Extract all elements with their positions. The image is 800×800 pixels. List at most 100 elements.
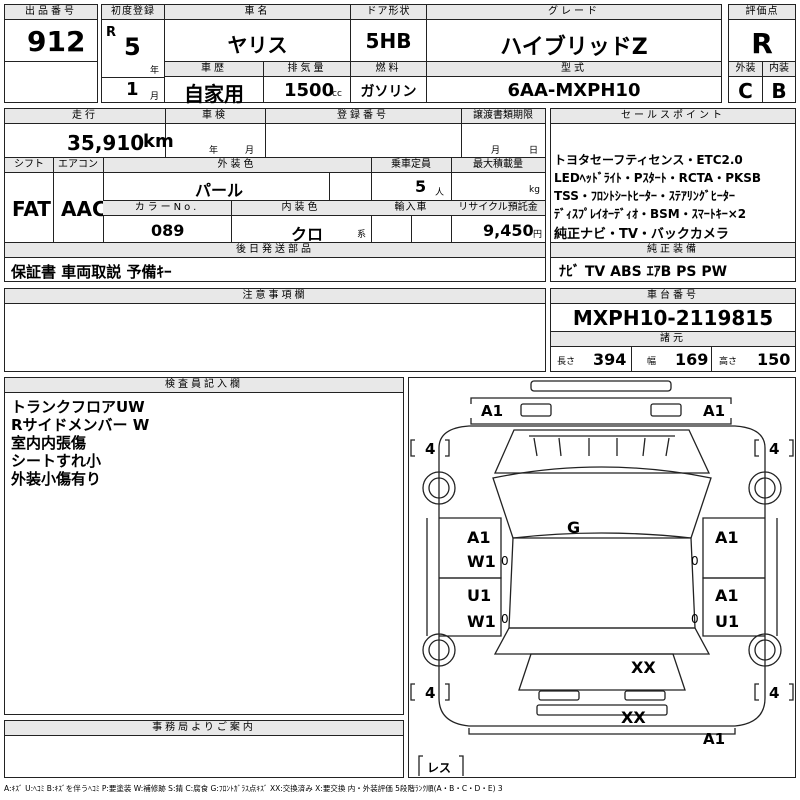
fuel-box: 燃料 ガソリン (350, 61, 427, 103)
door-box: ドア形状 5HB (350, 4, 427, 62)
reg-month: 1 (126, 79, 139, 100)
dims-label: 諸元 (551, 332, 795, 347)
mark-spare: レス (427, 761, 452, 775)
inspector-line: シートすれ小 (11, 452, 102, 470)
lot-label: 出品番号 (5, 5, 97, 20)
int-label: 内装 (763, 62, 795, 77)
displacement-unit: cc (332, 89, 342, 99)
insp-month-unit: 月 (245, 146, 255, 156)
door-label: ドア形状 (351, 5, 426, 20)
sales-line: トヨタセーフティセンス・ETC2.0 (554, 153, 743, 167)
mark-zero-fl: 0 (501, 554, 509, 568)
ac: AAC (61, 197, 107, 221)
mileage: 35,910 (67, 131, 145, 155)
lot-box: 出品番号 912 (4, 4, 98, 62)
recycle-label: リサイクル預託金 (451, 201, 545, 216)
length-label: 長さ (557, 357, 576, 367)
capacity-unit: 人 (435, 188, 445, 198)
later-parts-label: 後日発送部品 (5, 243, 545, 258)
recycle-fee: 9,450 (483, 221, 534, 240)
mark-tire-fl: 4 (425, 440, 436, 458)
ext-box: 外装 C (728, 61, 763, 103)
equipment: ﾅﾋﾞ TV ABS ｴｱB PS PW (559, 264, 728, 280)
shift: FAT (12, 197, 51, 221)
notes-box: 注意事項欄 (4, 288, 546, 372)
capacity: 5 (415, 177, 427, 196)
sales-point-box: セールスポイント トヨタセーフティセンス・ETC2.0 LEDﾍｯﾄﾞﾗｲﾄ・P… (550, 108, 796, 282)
chassis-box: 車台番号 MXPH10-2119815 諸元 長さ 394 幅 169 高さ 1… (550, 288, 796, 372)
height: 150 (757, 350, 791, 369)
score-box: 評価点 R (728, 4, 796, 62)
car-name-label: 車名 (165, 5, 350, 20)
ac-label: エアコン (53, 158, 103, 173)
load-label: 最大積載量 (451, 158, 545, 173)
mark-door-fr: A1 (715, 528, 739, 547)
mark-tire-rl: 4 (425, 684, 436, 702)
mark-door-rr-2: U1 (715, 612, 740, 631)
mark-door-rr-1: A1 (715, 586, 739, 605)
width-label: 幅 (647, 357, 657, 367)
mark-door-rl-2: W1 (467, 612, 496, 631)
inspector-line: トランクフロアUW (11, 398, 145, 416)
int-color: クロ (291, 225, 324, 244)
history-box: 車歴 自家用 (164, 61, 264, 106)
month-unit: 月 (150, 92, 160, 102)
history: 自家用 (184, 82, 244, 106)
first-reg-box: 初度登録 R 5 年 1 月 (101, 4, 165, 103)
sales-point-label: セールスポイント (551, 109, 795, 124)
inspector-label: 検査員記入欄 (5, 378, 403, 393)
color-no: 089 (151, 221, 185, 240)
sales-line: 純正ナビ・TV・バックカメラ (554, 227, 729, 242)
equipment-label: 純正装備 (551, 243, 795, 258)
first-reg-label: 初度登録 (102, 5, 164, 20)
mileage-unit: km (143, 131, 174, 152)
height-label: 高さ (719, 357, 738, 367)
displacement-box: 排気量 1500 cc (263, 61, 351, 103)
int-box: 内装 B (762, 61, 796, 103)
ext-label: 外装 (729, 62, 762, 77)
mark-door-fl-2: W1 (467, 552, 496, 571)
inspector-line: Rサイドメンバー W (11, 416, 150, 434)
chassis-number: MXPH10-2119815 (572, 306, 774, 330)
specs-block: 走行 車検 登録番号 譲渡書類期限 35,910 km 年 月 月 日 シフト … (4, 108, 546, 282)
mark-tire-rr: 4 (769, 684, 780, 702)
mark-zero-fr: 0 (691, 554, 699, 568)
mark-trunk-inner: XX (631, 658, 656, 677)
lot-number: 912 (27, 25, 86, 58)
fuel: ガソリン (360, 84, 417, 100)
legend: A:ｷｽﾞ U:ﾍｺﾐ B:ｷｽﾞを伴うﾍｺﾐ P:要塗装 W:補修跡 S:錆 … (4, 784, 503, 793)
grade-label: グレード (427, 5, 721, 20)
color-label: 外装色 (103, 158, 371, 173)
mark-door-fl-1: A1 (467, 528, 491, 547)
transfer-month-unit: 月 (491, 146, 501, 156)
sales-line: TSS・ﾌﾛﾝﾄｼｰﾄﾋｰﾀｰ・ｽﾃｱﾘﾝｸﾞﾋｰﾀｰ (554, 189, 735, 203)
mark-zero-rl: 0 (501, 612, 509, 626)
capacity-label: 乗車定員 (371, 158, 451, 173)
reg-year: 5 (124, 33, 141, 61)
office-label: 事務局よりご案内 (5, 721, 403, 736)
int-color-label: 内装色 (231, 201, 371, 216)
transfer-day-unit: 日 (529, 146, 539, 156)
damage-diagram: A1 A1 4 4 G A1 W1 0 A1 0 U1 W1 0 A1 U1 0… (408, 377, 796, 778)
displacement: 1500 (284, 80, 335, 101)
mark-tire-fr: 4 (769, 440, 780, 458)
inspector-box: 検査員記入欄 トランクフロアUW Rサイドメンバー W 室内内張傷 シートすれ小… (4, 377, 404, 715)
fuel-label: 燃料 (351, 62, 426, 77)
mark-glass: G (567, 518, 581, 537)
inspection-label: 車検 (165, 109, 265, 124)
mark-front-right: A1 (703, 402, 726, 420)
car-outline-svg (410, 380, 794, 776)
int-grade: B (771, 79, 787, 103)
car-name-box: 車名 ヤリス (164, 4, 351, 62)
mark-door-rl-1: U1 (467, 586, 492, 605)
inspector-line: 室内内張傷 (11, 434, 87, 452)
mark-zero-rr: 0 (691, 612, 699, 626)
exterior-color: パール (195, 181, 244, 200)
sales-line: LEDﾍｯﾄﾞﾗｲﾄ・Pｽﾀｰﾄ・RCTA・PKSB (554, 171, 762, 185)
car-name: ヤリス (227, 33, 288, 57)
year-unit: 年 (150, 66, 160, 76)
score: R (751, 27, 773, 60)
mark-front-left: A1 (481, 402, 504, 420)
model-label: 型式 (427, 62, 721, 77)
length: 394 (593, 350, 627, 369)
